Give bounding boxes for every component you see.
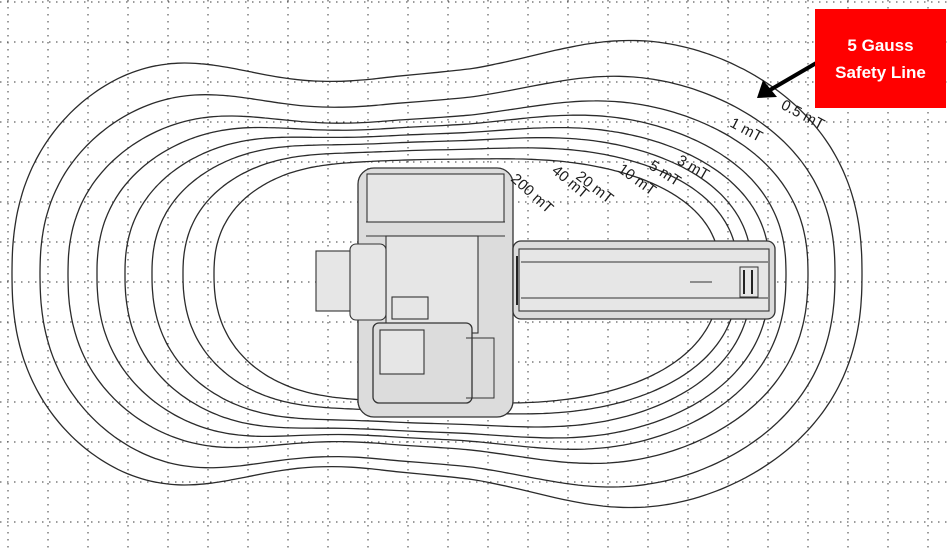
mri-scanner-top-view-icon bbox=[315, 167, 776, 418]
contour-line bbox=[11, 39, 863, 509]
contour-line bbox=[67, 100, 809, 465]
contour-line bbox=[151, 137, 753, 428]
contour-line bbox=[182, 147, 739, 415]
contour-label: 200 mT bbox=[507, 170, 556, 217]
patient-table-rails bbox=[521, 261, 768, 299]
magnet-top-panel bbox=[366, 173, 505, 223]
safety-line-callout: 5 Gauss Safety Line bbox=[815, 9, 946, 108]
magnet-side-bracket bbox=[466, 337, 495, 399]
magnet-service-port bbox=[391, 296, 429, 320]
arrow-icon bbox=[757, 60, 820, 98]
callout-line2: Safety Line bbox=[835, 62, 926, 82]
callout-line1: 5 Gauss bbox=[847, 35, 914, 55]
contour-line bbox=[96, 114, 787, 450]
contour-lines bbox=[11, 39, 863, 509]
patient-table-head-block bbox=[739, 266, 759, 298]
contour-line bbox=[124, 126, 771, 439]
magnet-lower-panel bbox=[379, 329, 425, 375]
patient-table-top bbox=[518, 248, 770, 312]
patient-table-head-grips bbox=[743, 270, 753, 294]
magnet-front-cover bbox=[349, 243, 387, 321]
scanner-front-pad bbox=[315, 250, 353, 312]
contour-label: 1 mT bbox=[727, 115, 765, 146]
contour-line bbox=[39, 75, 836, 488]
contour-line bbox=[213, 158, 721, 404]
